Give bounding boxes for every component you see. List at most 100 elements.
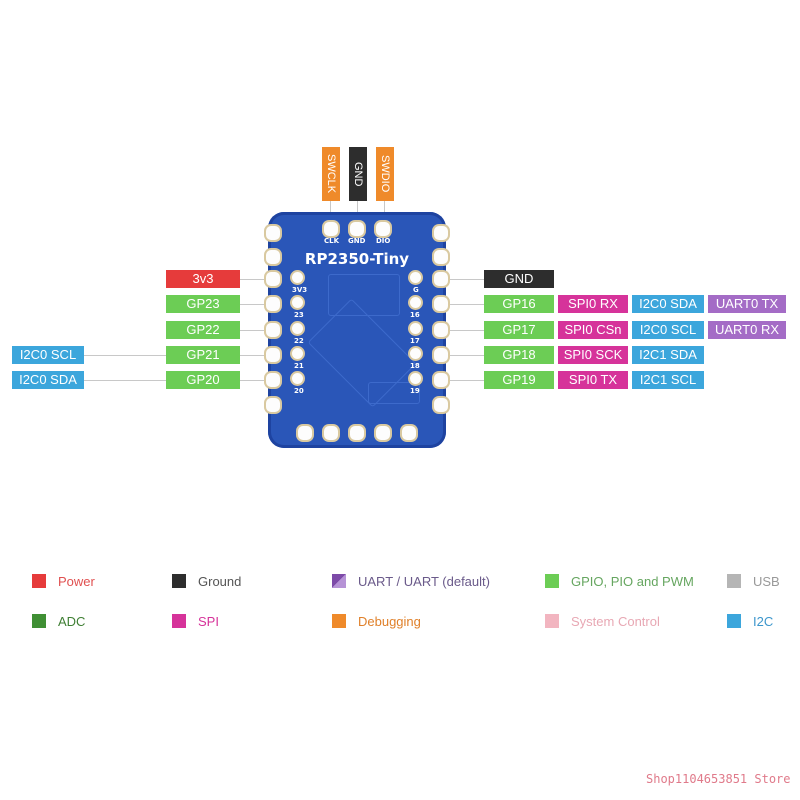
legend-swatch-debugging [332, 614, 346, 628]
wire-gp23 [240, 304, 275, 305]
wire-gp16 [440, 304, 484, 305]
legend-label-system-control: System Control [571, 613, 660, 629]
label-gnd-top: GND [349, 147, 367, 201]
pin-number-21: 21 [294, 362, 304, 370]
pad-right-gp17 [434, 323, 448, 337]
wire-gp22 [240, 330, 275, 331]
pad-bottom [402, 426, 416, 440]
pad-left [266, 398, 280, 412]
pad-right-gnd [434, 272, 448, 286]
legend-usb: USB [727, 573, 780, 589]
legend-label-power: Power [58, 573, 95, 589]
legend-swatch-power [32, 574, 46, 588]
pad-left-gp23 [266, 297, 280, 311]
pin-number-19: 19 [410, 387, 420, 395]
pad-right-gp16 [434, 297, 448, 311]
label-i2c0-scl-left: I2C0 SCL [12, 346, 84, 364]
wire-gnd-top [357, 200, 358, 214]
legend-label-i2c: I2C [753, 613, 774, 629]
pad-bottom [350, 426, 364, 440]
board-trace [368, 382, 420, 404]
pad-inner-left [292, 272, 303, 283]
pad-right [434, 226, 448, 240]
pad-inner-left [292, 323, 303, 334]
pad-right-gp19 [434, 373, 448, 387]
label-gp16: GP16 [484, 295, 554, 313]
legend-ground: Ground [172, 573, 241, 589]
label-gp23: GP23 [166, 295, 240, 313]
legend-uart: UART / UART (default) [332, 573, 490, 589]
label-spi0-tx: SPI0 TX [558, 371, 628, 389]
legend-swatch-gpio [545, 574, 559, 588]
pad-inner-left [292, 297, 303, 308]
legend-swatch-usb [727, 574, 741, 588]
label-gp19: GP19 [484, 371, 554, 389]
label-i2c0-scl-right: I2C0 SCL [632, 321, 704, 339]
pin-number-16: 16 [410, 311, 420, 319]
pad-left [266, 250, 280, 264]
pad-left-gp20 [266, 373, 280, 387]
pad-left-3v3 [266, 272, 280, 286]
board-title: RP2350-Tiny [304, 250, 410, 268]
wire-gnd-right [440, 279, 484, 280]
pin-label-clk: CLK [324, 237, 340, 245]
pad-inner-right [410, 348, 421, 359]
label-uart0-rx: UART0 RX [708, 321, 786, 339]
legend-gpio: GPIO, PIO and PWM [545, 573, 694, 589]
pin-number-3v3: 3V3 [292, 286, 308, 294]
legend-i2c: I2C [727, 613, 773, 629]
pad-left-gp21 [266, 348, 280, 362]
label-3v3: 3v3 [166, 270, 240, 288]
pin-number-22: 22 [294, 337, 304, 345]
wire-gp19 [440, 380, 484, 381]
legend-label-ground: Ground [198, 573, 242, 589]
wire-swdio [384, 200, 385, 214]
pad-left-gp22 [266, 323, 280, 337]
legend-swatch-adc [32, 614, 46, 628]
pad-bottom [324, 426, 338, 440]
pin-number-23: 23 [294, 311, 304, 319]
wire-swclk [330, 200, 331, 214]
label-spi0-rx: SPI0 RX [558, 295, 628, 313]
label-gp18: GP18 [484, 346, 554, 364]
label-i2c0-sda-left: I2C0 SDA [12, 371, 84, 389]
wire-gp17 [440, 330, 484, 331]
legend-label-usb: USB [753, 573, 780, 589]
pin-label-gnd: GND [348, 237, 366, 245]
pin-number-18: 18 [410, 362, 420, 370]
label-i2c1-scl: I2C1 SCL [632, 371, 704, 389]
pad-right [434, 398, 448, 412]
legend-adc: ADC [32, 613, 85, 629]
pad-inner-right [410, 323, 421, 334]
pad-inner-left [292, 348, 303, 359]
pad-right-gp18 [434, 348, 448, 362]
label-gp20: GP20 [166, 371, 240, 389]
label-gnd-right: GND [484, 270, 554, 288]
legend-power: Power [32, 573, 95, 589]
pad-inner-right [410, 373, 421, 384]
legend-swatch-i2c [727, 614, 741, 628]
legend-swatch-ground [172, 574, 186, 588]
rp2350-tiny-board: CLK GND DIO RP2350-Tiny 3V3 23 22 21 20 … [266, 212, 448, 448]
pad-bottom [376, 426, 390, 440]
pin-number-20: 20 [294, 387, 304, 395]
legend-label-adc: ADC [58, 613, 86, 629]
pin-label-dio: DIO [376, 237, 391, 245]
legend-swatch-uart [332, 574, 346, 588]
pad-bottom [298, 426, 312, 440]
legend-label-spi: SPI [198, 613, 219, 629]
legend-system-control: System Control [545, 613, 660, 629]
wire-3v3 [240, 279, 275, 280]
pad-top-dio [376, 222, 390, 236]
pad-inner-left [292, 373, 303, 384]
label-swclk: SWCLK [322, 147, 340, 201]
label-i2c1-sda: I2C1 SDA [632, 346, 704, 364]
pad-inner-right [410, 297, 421, 308]
pin-number-17: 17 [410, 337, 420, 345]
label-swdio: SWDIO [376, 147, 394, 201]
store-watermark: Shop1104653851 Store [646, 772, 791, 786]
legend-swatch-system-control [545, 614, 559, 628]
label-gp22: GP22 [166, 321, 240, 339]
label-i2c0-sda-right: I2C0 SDA [632, 295, 704, 313]
label-gp21: GP21 [166, 346, 240, 364]
